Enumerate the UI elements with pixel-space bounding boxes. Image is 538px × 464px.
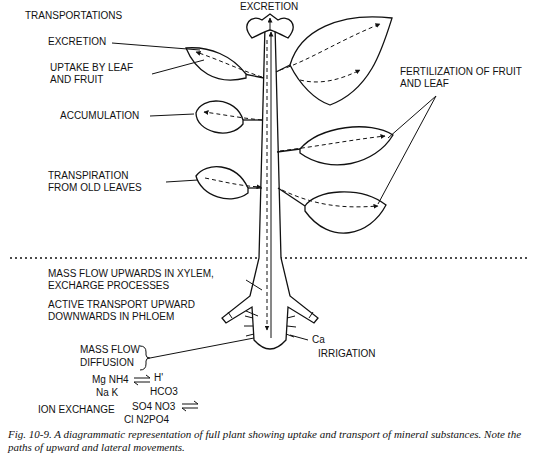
leader-line: [152, 60, 204, 74]
flow-arrow: [300, 70, 360, 82]
equilibrium-arrow: [134, 375, 150, 385]
flow-arrow: [280, 24, 380, 70]
part-label: MASS FLOW UPWARDS IN XYLEM, EXCHARGE PRO…: [48, 268, 243, 292]
leader-line: [150, 114, 194, 116]
brace: [140, 346, 150, 370]
leaf: [278, 188, 305, 206]
part-label: UPTAKE BY LEAF AND FRUIT: [50, 62, 150, 86]
ion-label: SO4 NO3: [132, 401, 175, 413]
leader-line: [290, 335, 308, 340]
leaf: [300, 127, 393, 165]
part-label: ION EXCHANGE: [38, 404, 115, 416]
leaf: [305, 192, 386, 233]
root-hairs: [228, 312, 313, 337]
ion-label: Ca: [312, 334, 325, 346]
leaf: [290, 17, 392, 105]
ion-label: H': [154, 372, 163, 384]
ion-label: Cl N2PO4: [124, 414, 169, 426]
leaf: [196, 167, 248, 199]
flow-arrow: [282, 190, 378, 207]
part-label: FERTILIZATION OF FRUIT AND LEAF: [400, 66, 528, 90]
ion-label: Na K: [96, 387, 118, 399]
part-label: DIFFUSION: [80, 357, 134, 369]
part-label: TRANSPIRATION FROM OLD LEAVES: [48, 170, 160, 194]
leader-line: [246, 280, 262, 290]
part-label: EXCRETION: [48, 36, 106, 48]
flow-arrow: [196, 52, 262, 77]
leader-line: [150, 338, 254, 358]
part-label: IRRIGATION: [318, 348, 376, 360]
xylem-arrow: [271, 32, 272, 338]
leader-line: [388, 96, 436, 138]
phloem-arrow: [267, 40, 268, 330]
leader-line: [246, 311, 258, 316]
flow-arrow: [205, 178, 261, 187]
flow-arrow: [204, 112, 262, 120]
leader-line: [112, 43, 200, 50]
ion-label: Mg NH4: [92, 374, 129, 386]
leader-line: [166, 180, 198, 182]
part-label: MASS FLOW: [80, 344, 140, 356]
part-label: TRANSPORTATIONS: [25, 10, 122, 22]
part-label: ACTIVE TRANSPORT UPWARD DOWNWARDS IN PHL…: [48, 299, 243, 323]
ion-label: HCO3: [150, 386, 178, 398]
leaf: [186, 48, 246, 80]
part-label: EXCRETION: [240, 1, 298, 13]
flow-arrow: [280, 136, 385, 151]
equilibrium-arrow: [182, 401, 198, 411]
flow-arrow: [270, 18, 271, 30]
leader-line: [378, 96, 436, 204]
leaf: [196, 101, 243, 133]
top-leaf: [247, 14, 293, 38]
part-label: ACCUMULATION: [60, 110, 139, 122]
figure-caption: Fig. 10-9. A diagrammatic representation…: [8, 428, 530, 454]
